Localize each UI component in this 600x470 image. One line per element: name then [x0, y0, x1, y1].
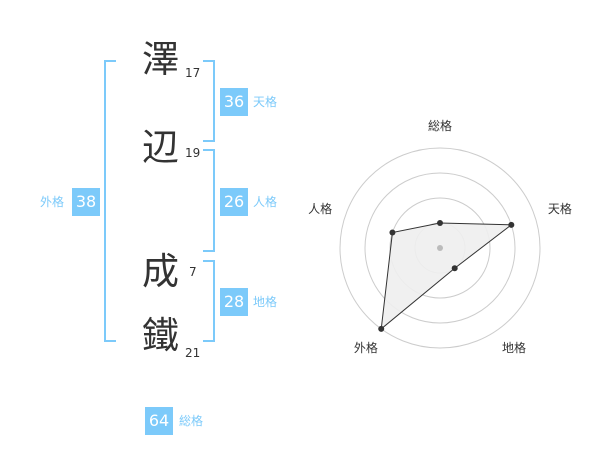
radar-point-1	[437, 220, 443, 226]
radar-grid-ring	[339, 147, 541, 349]
radar-center-dot	[437, 245, 443, 251]
tenkaku-bracket	[203, 60, 215, 142]
jinkaku-value: 26	[220, 188, 248, 216]
name-char-2: 辺	[142, 126, 179, 169]
name-char-4: 鐵	[142, 314, 179, 357]
stroke-count-4: 21	[185, 346, 201, 360]
chikaku-bracket	[203, 260, 215, 342]
chikaku-label: 地格	[253, 295, 278, 309]
name-char-3: 成	[142, 250, 179, 293]
name-char-1: 澤	[142, 38, 179, 81]
stroke-count-2: 19	[185, 146, 201, 160]
chikaku-value: 28	[220, 288, 248, 316]
radar-point-2	[508, 221, 515, 228]
radar-point-3	[451, 265, 458, 272]
radar-grid-ring	[389, 197, 491, 299]
jinkaku-bracket	[203, 149, 215, 252]
radar-axis-label-1: 総格	[428, 118, 452, 133]
radar-grid-ring	[364, 172, 516, 324]
radar-point-4	[378, 325, 385, 332]
radar-axis-label-4: 外格	[354, 340, 378, 355]
soukaku-value: 64	[145, 407, 173, 435]
stroke-count-3: 7	[189, 265, 197, 279]
radar-axis-label-5: 人格	[308, 201, 332, 216]
tenkaku-value: 36	[220, 88, 248, 116]
tenkaku-label: 天格	[253, 95, 278, 109]
soukaku-label: 総格	[179, 414, 204, 428]
radar-point-5	[389, 229, 396, 236]
radar-axis-label-3: 地格	[502, 340, 526, 355]
stroke-count-1: 17	[185, 66, 201, 80]
radar-axis-label-2: 天格	[548, 201, 572, 216]
gaikaku-value: 38	[72, 188, 100, 216]
gaikaku-bracket	[104, 60, 116, 342]
gaikaku-label: 外格	[40, 195, 65, 209]
radar-series-polygon	[380, 222, 513, 331]
jinkaku-label: 人格	[253, 195, 278, 209]
